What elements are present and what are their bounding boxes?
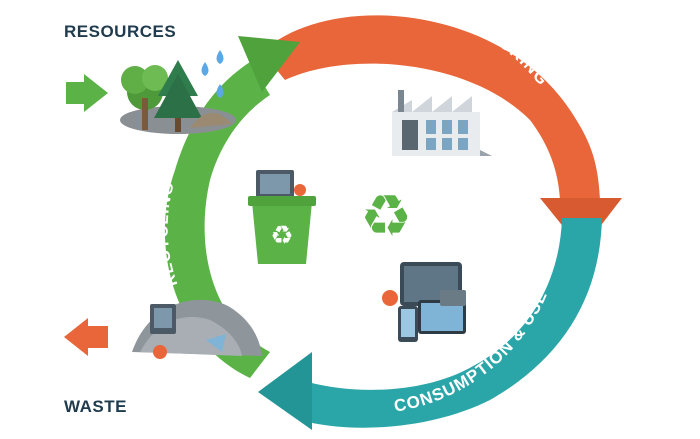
- svg-text:♻: ♻: [360, 182, 412, 250]
- electronic-devices-icon: [382, 262, 466, 342]
- factory-icon: [392, 90, 492, 156]
- trees-and-water-drops-icon: [120, 50, 236, 134]
- waste-arrow-icon: [64, 318, 108, 356]
- recycling-bin-icon: ♻: [248, 170, 316, 264]
- recycle-symbol-icon: ♻: [360, 182, 412, 250]
- resources-arrow-icon: [66, 74, 108, 112]
- resources-label: RESOURCES: [64, 22, 177, 41]
- waste-label: WASTE: [64, 397, 127, 416]
- svg-text:♻: ♻: [270, 221, 293, 251]
- waste-pile-icon: [132, 299, 262, 359]
